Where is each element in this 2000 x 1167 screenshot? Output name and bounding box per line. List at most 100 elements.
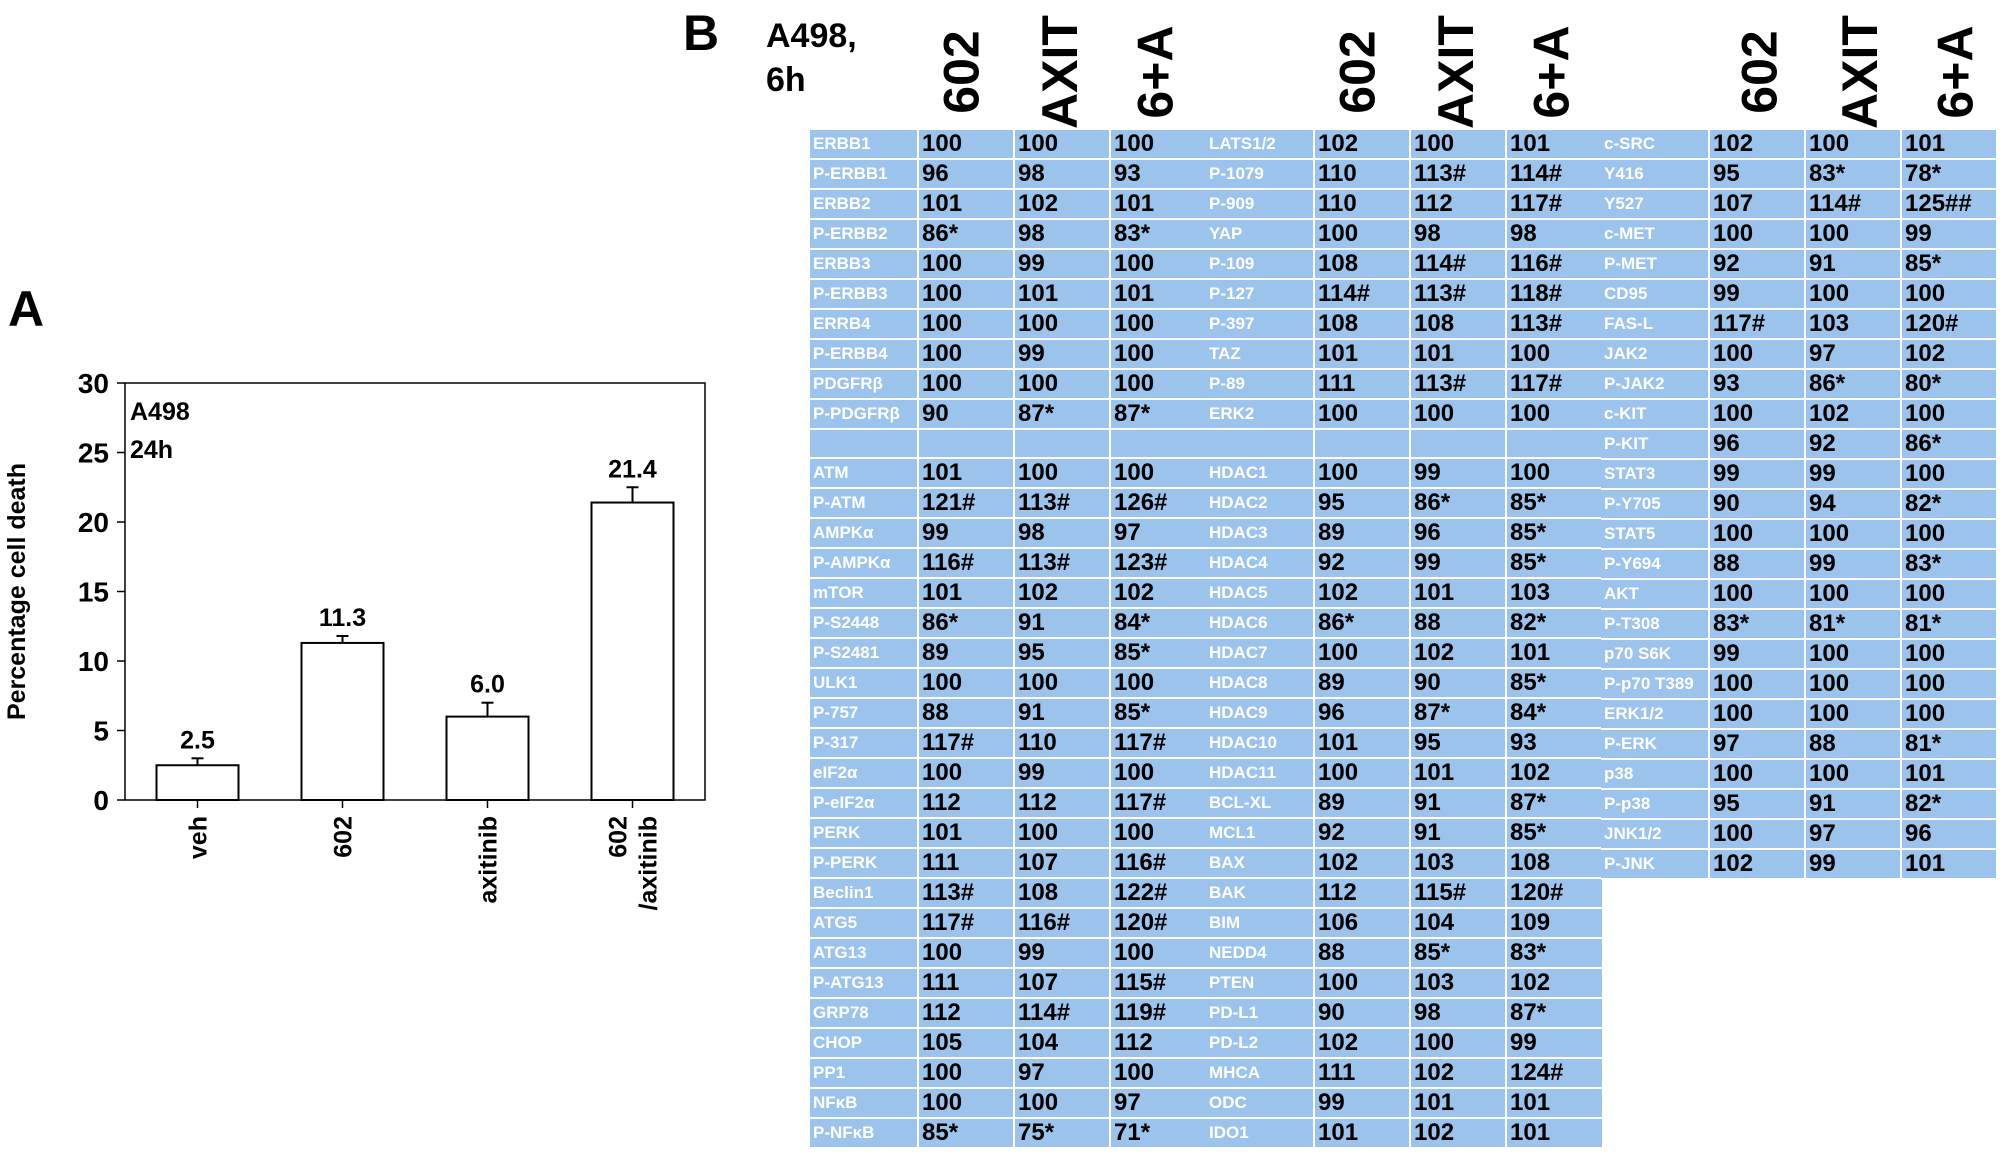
protein-label: HDAC6 bbox=[1206, 607, 1315, 639]
value-cell: 105 bbox=[918, 1027, 1015, 1059]
col-header-6a: 6+A bbox=[1128, 25, 1184, 119]
value-cell: 78* bbox=[1901, 159, 1998, 190]
value-cell: 100 bbox=[918, 1087, 1015, 1119]
value-cell: 89 bbox=[1314, 517, 1411, 549]
value-cell: 120# bbox=[1506, 877, 1604, 909]
col-header-6a: 6+A bbox=[1524, 25, 1580, 119]
value-cell: 102 bbox=[1506, 757, 1604, 789]
value-cell: 100 bbox=[1506, 339, 1604, 370]
value-cell: 100 bbox=[1110, 249, 1209, 280]
value-cell: 100 bbox=[1805, 519, 1902, 550]
value-cell: 101 bbox=[1901, 849, 1998, 880]
chart-annotation: A498 bbox=[130, 398, 190, 426]
protein-label: STAT3 bbox=[1601, 459, 1710, 490]
value-cell: 99 bbox=[1506, 1027, 1604, 1059]
value-cell: 99 bbox=[1805, 849, 1902, 880]
value-cell: 101 bbox=[1410, 339, 1507, 370]
value-cell: 97 bbox=[1110, 1087, 1209, 1119]
value-cell: 124# bbox=[1506, 1057, 1604, 1089]
value-cell: 88 bbox=[918, 697, 1015, 729]
value-cell: 100 bbox=[1110, 1057, 1209, 1089]
protein-label: PERK bbox=[810, 817, 919, 849]
protein-label: HDAC8 bbox=[1206, 667, 1315, 699]
value-cell: 100 bbox=[1110, 937, 1209, 969]
y-tick-label: 30 bbox=[78, 368, 109, 399]
table-row bbox=[1206, 429, 1604, 459]
value-cell: 101 bbox=[1506, 637, 1604, 669]
protein-label: P-NFκB bbox=[810, 1117, 919, 1149]
value-cell bbox=[1110, 429, 1209, 459]
value-cell: 117# bbox=[918, 727, 1015, 759]
protein-label: CHOP bbox=[810, 1027, 919, 1059]
value-cell: 100 bbox=[1709, 819, 1806, 850]
value-cell: 101 bbox=[918, 577, 1015, 609]
protein-label: CD95 bbox=[1601, 279, 1710, 310]
protein-label: HDAC11 bbox=[1206, 757, 1315, 789]
protein-label: MHCA bbox=[1206, 1057, 1315, 1089]
value-cell: 100 bbox=[1014, 667, 1111, 699]
value-cell: 114# bbox=[1014, 997, 1111, 1029]
panel-a-letter: A bbox=[8, 281, 45, 337]
value-cell: 97 bbox=[1110, 517, 1209, 549]
protein-label: P-S2448 bbox=[810, 607, 919, 639]
value-cell: 92 bbox=[1314, 547, 1411, 579]
protein-label: HDAC3 bbox=[1206, 517, 1315, 549]
value-cell: 113# bbox=[918, 877, 1015, 909]
protein-label: P-Y694 bbox=[1601, 549, 1710, 580]
value-cell: 81* bbox=[1901, 729, 1998, 760]
protein-label: FAS-L bbox=[1601, 309, 1710, 340]
protein-label: ERRB4 bbox=[810, 309, 919, 340]
table-row bbox=[810, 429, 1209, 459]
value-cell: 114# bbox=[1314, 279, 1411, 310]
value-cell bbox=[1506, 429, 1604, 459]
y-tick-label: 5 bbox=[93, 716, 109, 747]
value-cell: 104 bbox=[1014, 1027, 1111, 1059]
value-cell: 102 bbox=[1901, 339, 1998, 370]
value-cell: 103 bbox=[1410, 967, 1507, 999]
col-header-axit: AXIT bbox=[1832, 15, 1888, 129]
value-cell: 89 bbox=[1314, 787, 1411, 819]
value-cell: 102 bbox=[1314, 577, 1411, 609]
value-cell: 116# bbox=[1506, 249, 1604, 280]
value-cell: 104 bbox=[1410, 907, 1507, 939]
value-cell: 100 bbox=[1110, 457, 1209, 489]
value-cell: 100 bbox=[918, 937, 1015, 969]
value-cell: 98 bbox=[1410, 997, 1507, 1029]
col-header-602: 602 bbox=[1330, 30, 1386, 114]
value-label: 11.3 bbox=[319, 604, 366, 632]
value-cell: 99 bbox=[918, 517, 1015, 549]
value-cell: 111 bbox=[918, 847, 1015, 879]
value-cell: 100 bbox=[1014, 457, 1111, 489]
value-cell: 100 bbox=[1110, 339, 1209, 370]
value-cell: 85* bbox=[1506, 517, 1604, 549]
value-cell: 82* bbox=[1506, 607, 1604, 639]
value-cell: 97 bbox=[1014, 1057, 1111, 1089]
value-cell: 116# bbox=[918, 547, 1015, 579]
value-cell: 100 bbox=[1709, 219, 1806, 250]
value-cell: 113# bbox=[1410, 369, 1507, 400]
value-cell: 102 bbox=[1314, 130, 1411, 160]
value-cell: 91 bbox=[1410, 817, 1507, 849]
value-cell: 100 bbox=[1901, 279, 1998, 310]
protein-label: HDAC2 bbox=[1206, 487, 1315, 519]
value-cell: 100 bbox=[1805, 130, 1902, 160]
value-cell: 93 bbox=[1110, 159, 1209, 190]
protein-label: JAK2 bbox=[1601, 339, 1710, 370]
